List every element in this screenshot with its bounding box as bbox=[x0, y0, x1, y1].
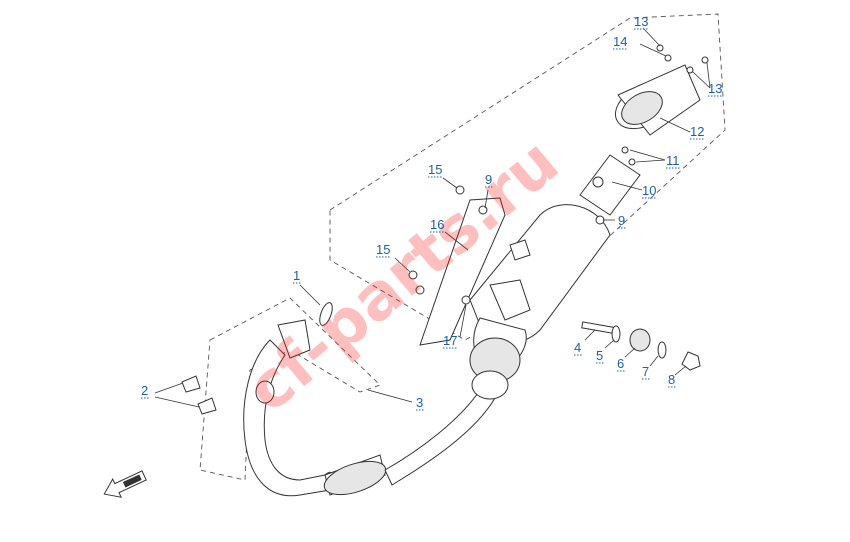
callout-12[interactable]: 12 bbox=[690, 124, 704, 139]
rear-mount-hardware bbox=[581, 321, 701, 371]
callout-11[interactable]: 11 bbox=[666, 153, 680, 168]
callout-6[interactable]: 6 bbox=[617, 356, 624, 371]
callout-15-upper[interactable]: 15 bbox=[428, 162, 442, 177]
callout-9-lower[interactable]: 9 bbox=[618, 213, 625, 228]
end-cap-plate bbox=[579, 154, 641, 216]
callout-15-lower[interactable]: 15 bbox=[376, 242, 390, 257]
callout-9-upper[interactable]: 9 bbox=[485, 172, 492, 187]
callout-4[interactable]: 4 bbox=[574, 340, 581, 355]
mount-collar bbox=[657, 341, 667, 359]
callout-7[interactable]: 7 bbox=[642, 364, 649, 379]
callout-13-top[interactable]: 13 bbox=[634, 14, 648, 29]
leader-lines bbox=[154, 27, 711, 408]
callout-16[interactable]: 16 bbox=[430, 217, 444, 232]
exhaust-header-pipe bbox=[243, 319, 496, 497]
callout-13-right[interactable]: 13 bbox=[708, 81, 722, 96]
mount-nut bbox=[681, 351, 701, 371]
header-flange-port bbox=[255, 380, 275, 404]
header-studs bbox=[181, 375, 217, 415]
callout-2[interactable]: 2 bbox=[141, 383, 148, 398]
callout-3[interactable]: 3 bbox=[416, 395, 423, 410]
front-direction-arrow-icon bbox=[103, 470, 147, 498]
mount-bolt bbox=[581, 321, 617, 335]
heat-shield bbox=[419, 197, 506, 346]
callout-labels: 1 2 3 4 5 6 7 8 9 9 10 11 12 13 13 14 15… bbox=[141, 14, 723, 411]
callout-14[interactable]: 14 bbox=[613, 34, 627, 49]
header-flange bbox=[277, 319, 311, 359]
callout-5[interactable]: 5 bbox=[596, 348, 603, 363]
fasteners bbox=[408, 44, 709, 305]
mount-rubber bbox=[629, 328, 651, 352]
muffler-end-cap bbox=[615, 64, 701, 136]
muffler-group-boundary bbox=[329, 13, 726, 341]
mount-washer bbox=[611, 325, 621, 343]
callout-10[interactable]: 10 bbox=[642, 183, 656, 198]
muffler bbox=[469, 204, 611, 400]
exhaust-gasket bbox=[319, 302, 333, 326]
callout-8[interactable]: 8 bbox=[668, 372, 675, 387]
callout-17[interactable]: 17 bbox=[443, 333, 457, 348]
muffler-mount-bracket bbox=[489, 279, 531, 321]
callout-1[interactable]: 1 bbox=[293, 268, 300, 283]
